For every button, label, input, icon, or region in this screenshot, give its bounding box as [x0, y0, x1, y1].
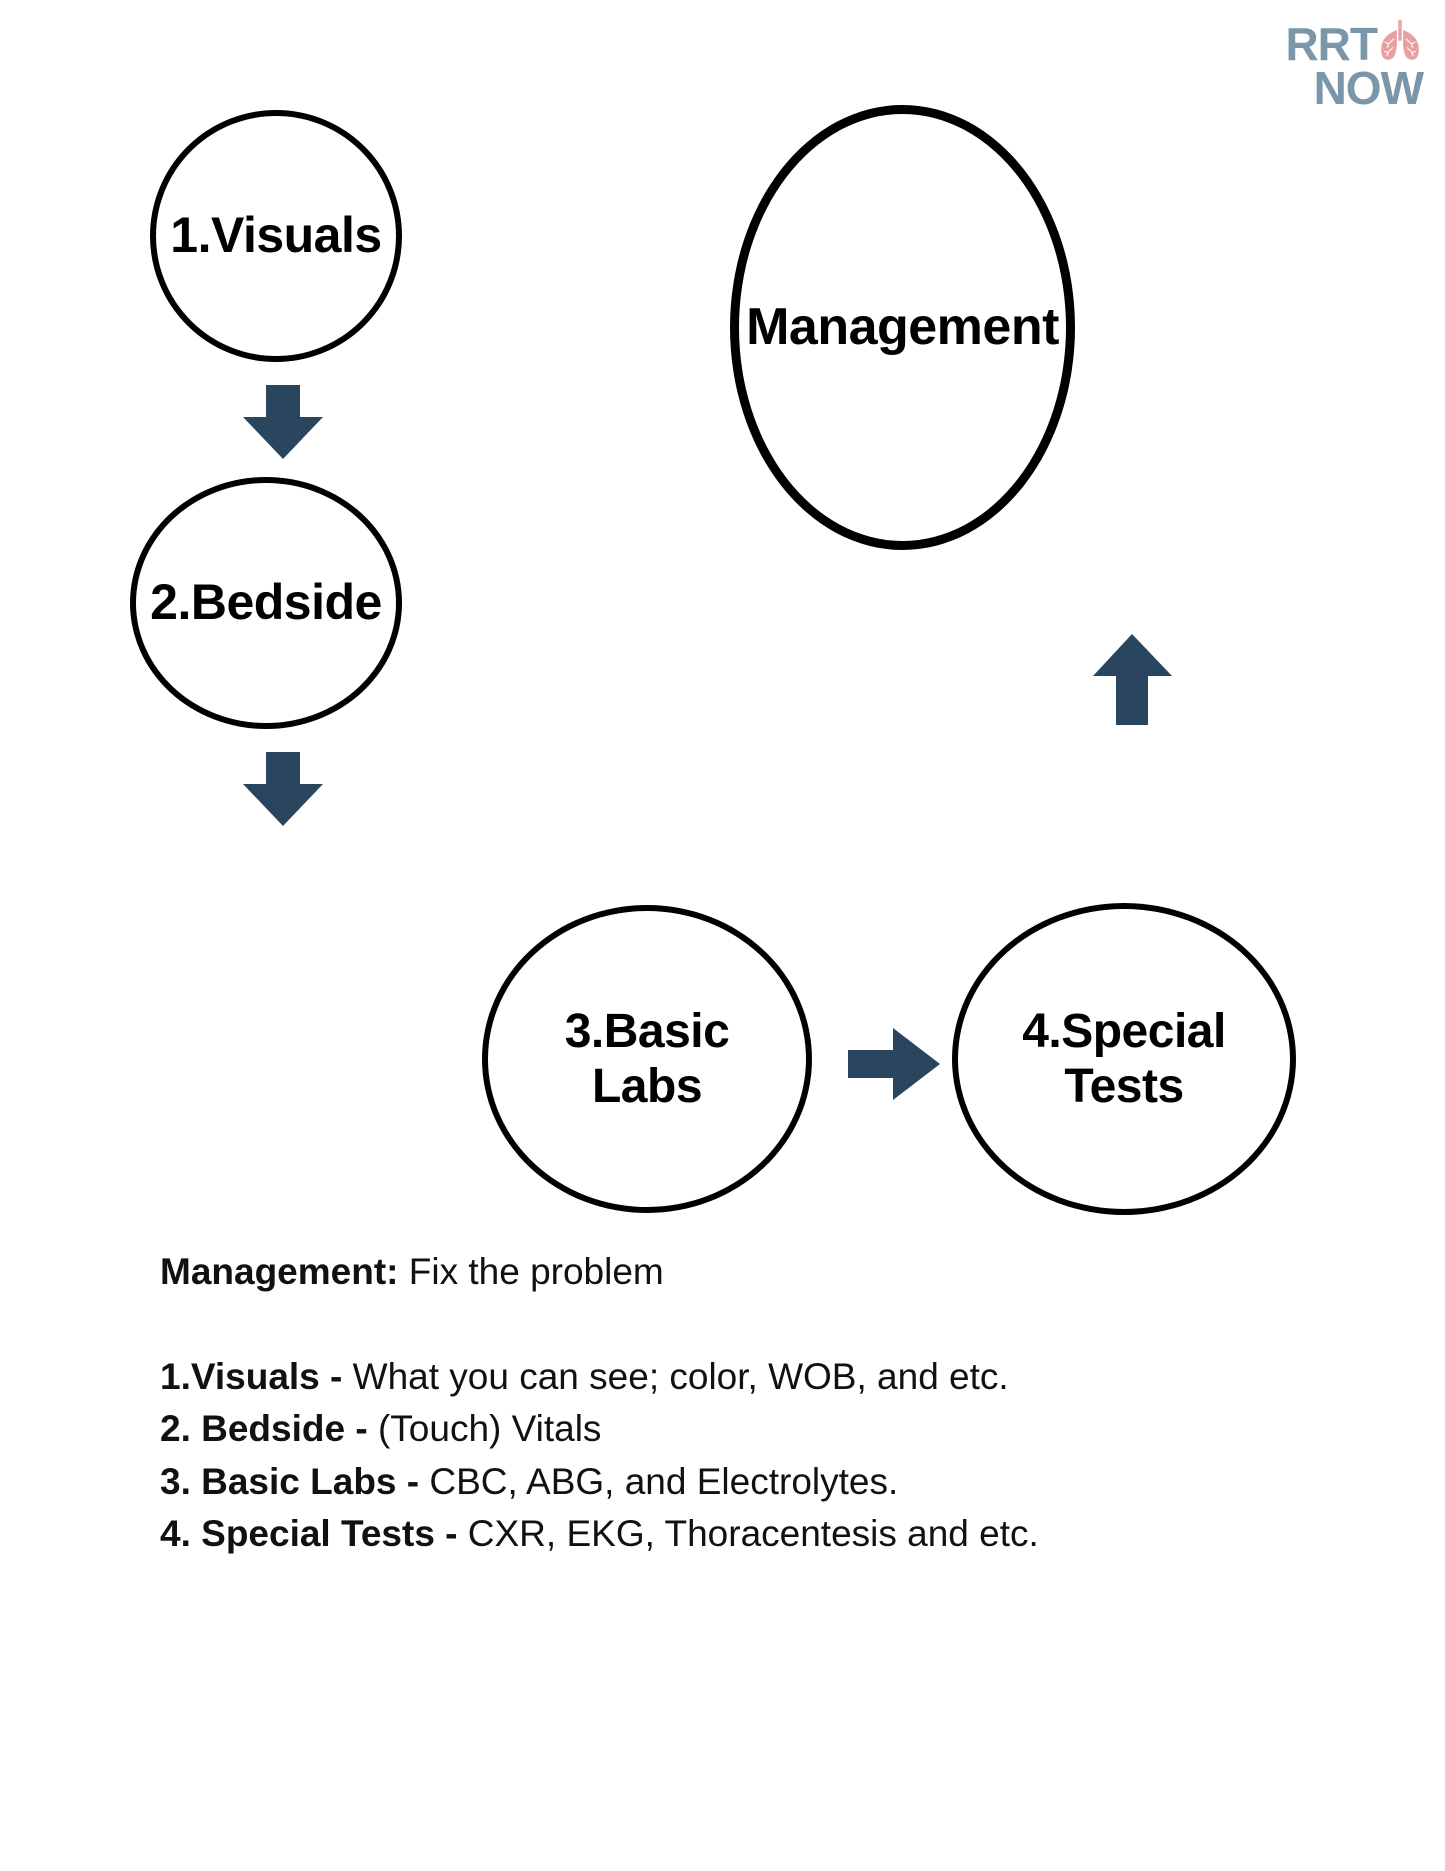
logo-text-rrt: RRT — [1285, 18, 1378, 70]
lungs-icon — [1377, 18, 1423, 62]
arrow-down-icon-bedside-to-labs — [228, 752, 338, 827]
note-management-text: Fix the problem — [398, 1251, 664, 1292]
node-management-label: Management — [746, 297, 1059, 356]
note-management: Management: Fix the problem — [160, 1246, 1300, 1299]
note-item-bedside-label: 2. Bedside - — [160, 1408, 368, 1450]
node-bedside-label: 2.Bedside — [150, 574, 382, 631]
note-item-visuals: 1.Visuals - What you can see; color, WOB… — [160, 1351, 1300, 1404]
node-visuals-label: 1.Visuals — [170, 207, 382, 264]
note-item-bedside: 2. Bedside - (Touch) Vitals — [160, 1403, 1300, 1456]
node-management[interactable]: Management — [730, 105, 1075, 550]
note-item-basic-labs-text: CBC, ABG, and Electrolytes. — [419, 1460, 899, 1502]
note-item-special-tests-text: CXR, EKG, Thoracentesis and etc. — [457, 1513, 1039, 1555]
note-management-label: Management: — [160, 1251, 399, 1292]
note-item-basic-labs: 3. Basic Labs - CBC, ABG, and Electrolyt… — [160, 1456, 1300, 1509]
arrow-down-icon-visuals-to-bedside — [228, 385, 338, 460]
process-flow-diagram: 1.Visuals 2.Bedside 3.Basic Labs 4.Speci… — [130, 105, 1296, 1215]
node-basic-labs-label: 3.Basic Labs — [564, 1004, 730, 1113]
node-special-tests[interactable]: 4.Special Tests — [952, 903, 1296, 1215]
note-item-basic-labs-label: 3. Basic Labs - — [160, 1460, 420, 1502]
note-item-bedside-text: (Touch) Vitals — [367, 1408, 602, 1450]
arrow-right-icon-labs-to-special — [848, 1022, 943, 1107]
note-item-visuals-text: What you can see; color, WOB, and etc. — [342, 1355, 1009, 1397]
note-item-visuals-label: 1.Visuals - — [160, 1355, 343, 1397]
node-basic-labs[interactable]: 3.Basic Labs — [482, 905, 812, 1213]
node-bedside[interactable]: 2.Bedside — [130, 477, 402, 729]
note-item-special-tests: 4. Special Tests - CXR, EKG, Thoracentes… — [160, 1508, 1300, 1561]
brand-logo: RRT NOW — [1223, 19, 1424, 122]
arrow-up-icon-special-to-management — [1090, 632, 1175, 727]
note-item-special-tests-label: 4. Special Tests - — [160, 1513, 458, 1555]
logo-line-2: NOW — [1313, 62, 1424, 114]
legend-notes: Management: Fix the problem 1.Visuals - … — [160, 1246, 1300, 1561]
node-special-tests-label: 4.Special Tests — [1022, 1004, 1226, 1113]
node-visuals[interactable]: 1.Visuals — [150, 110, 402, 362]
logo-line-1: RRT — [1223, 19, 1423, 67]
